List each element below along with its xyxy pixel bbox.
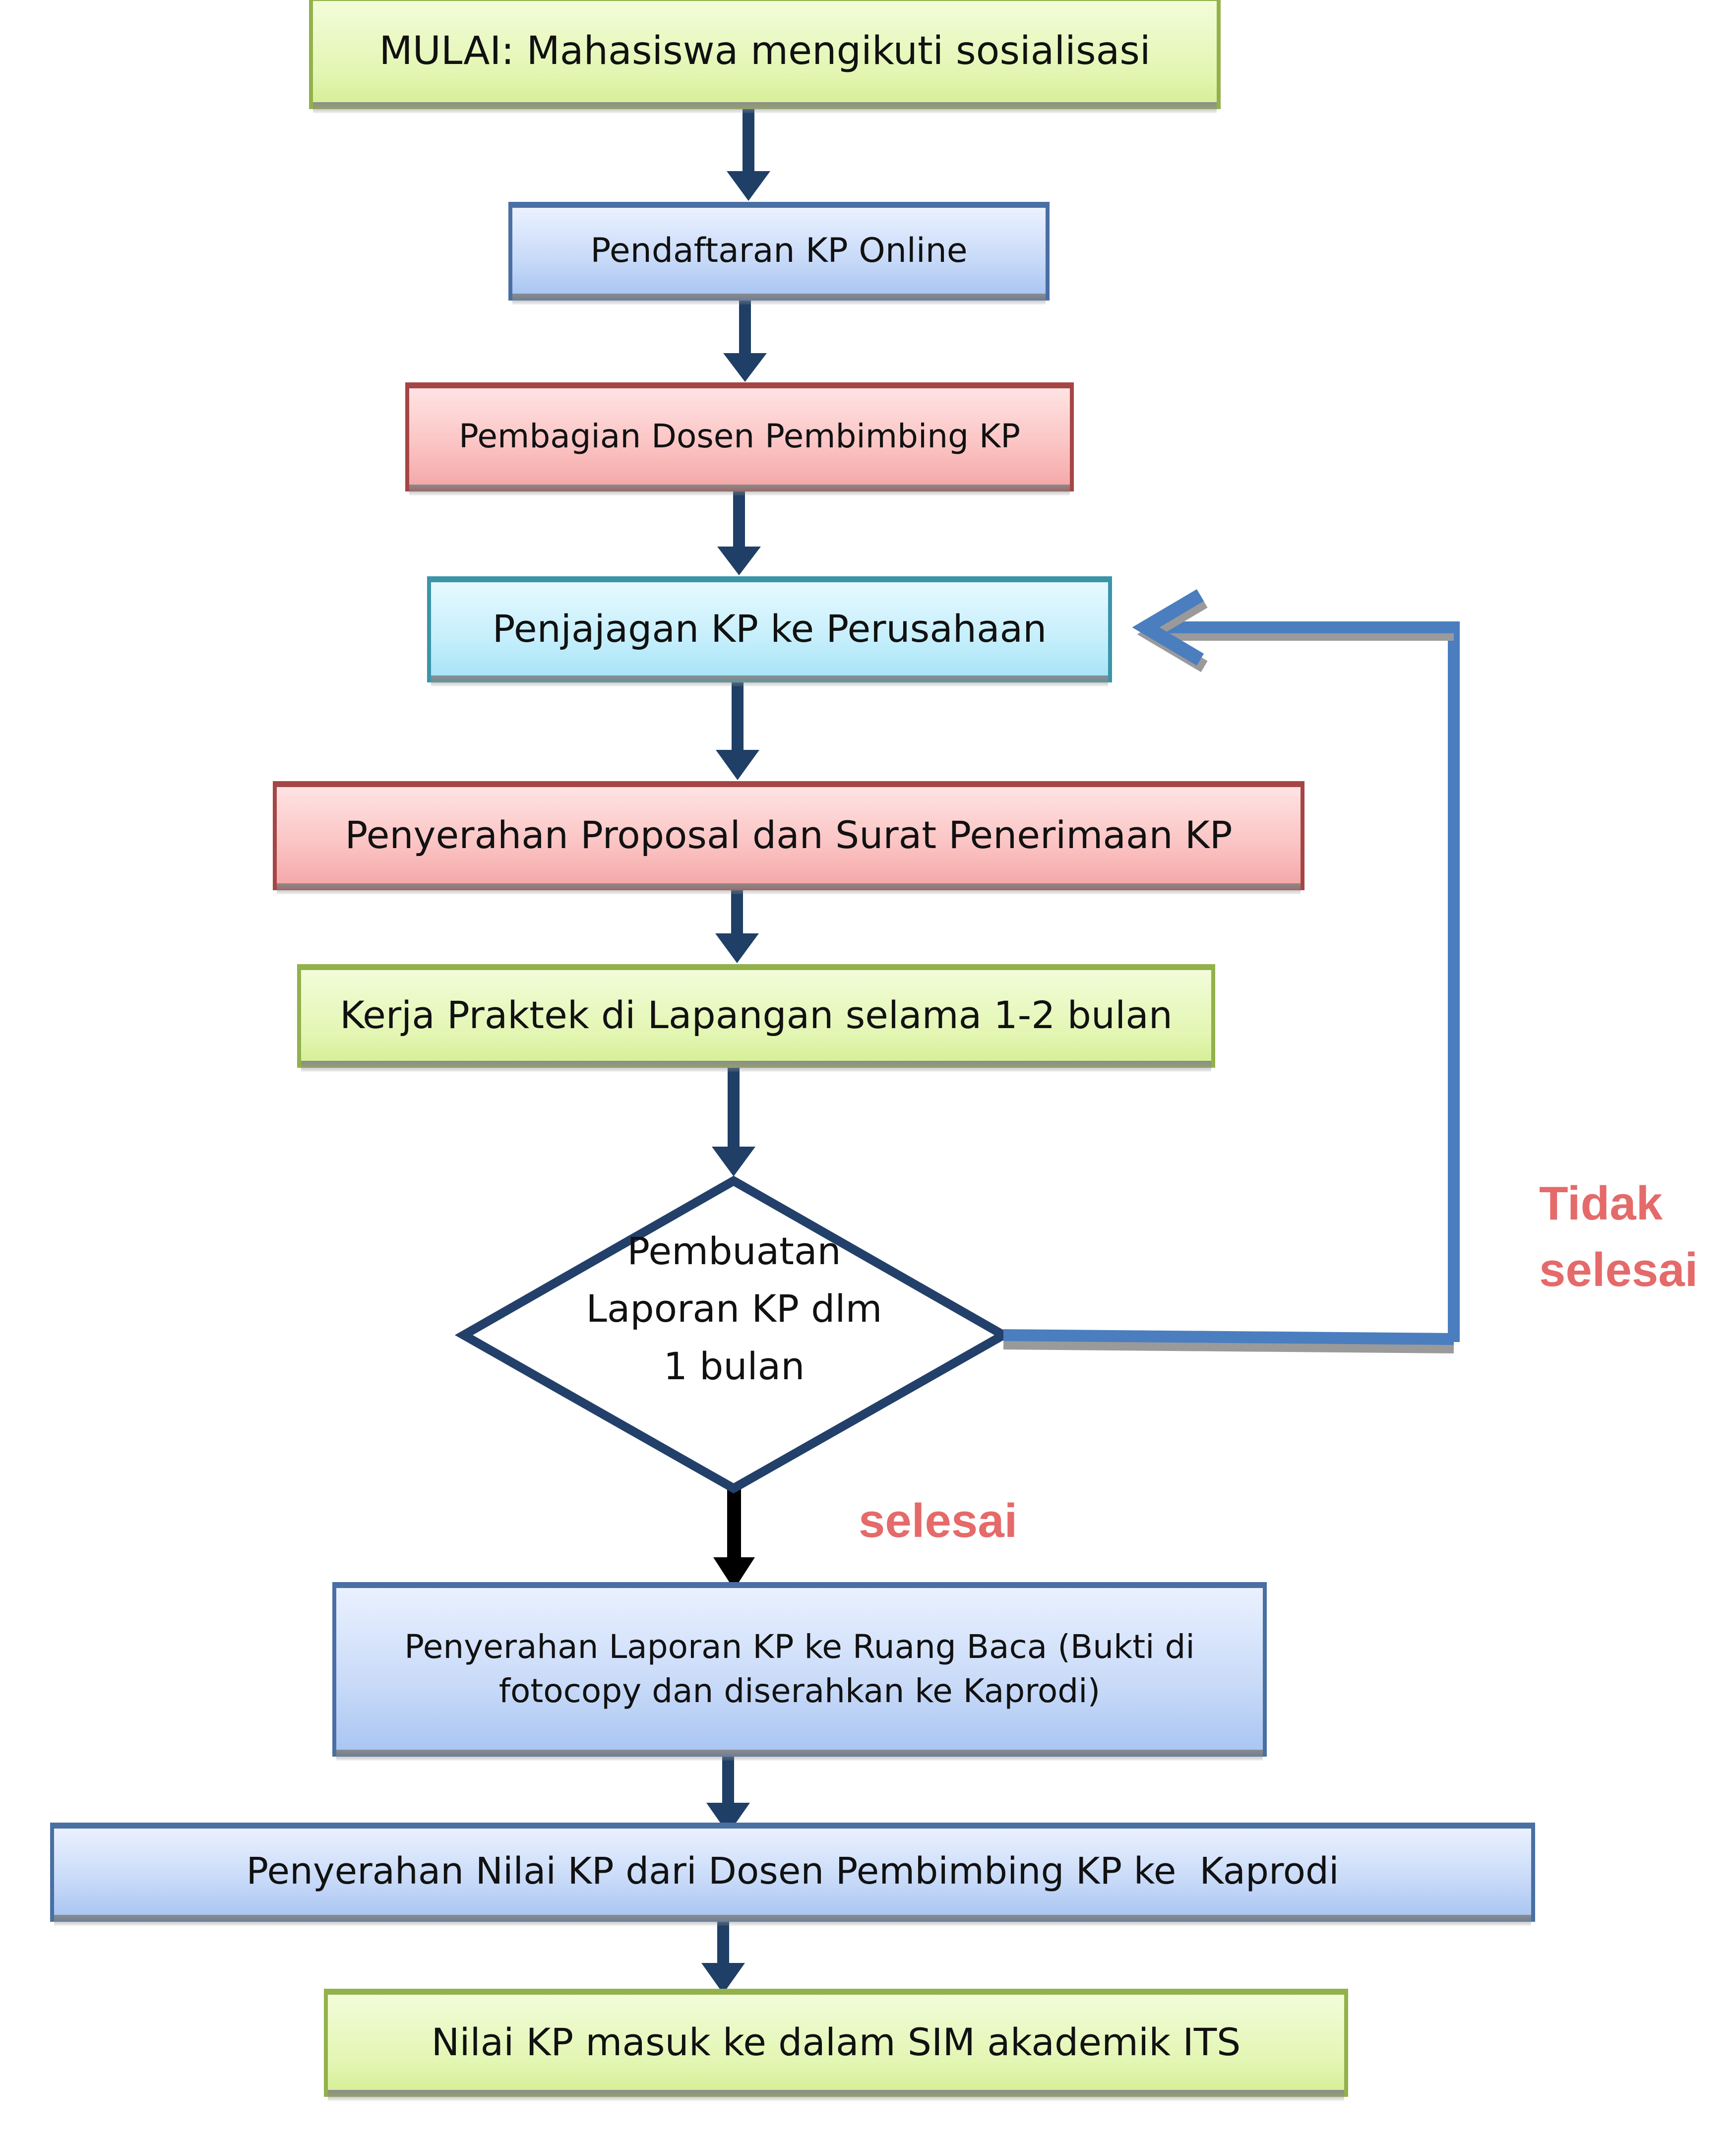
decision-text: Pembuatan Laporan KP dlm 1 bulan [546,1223,923,1395]
step-report-submission-label: Penyerahan Laporan KP ke Ruang Baca (Buk… [404,1627,1195,1710]
step-proposal-submission: Penyerahan Proposal dan Surat Penerimaan… [273,781,1304,894]
branch-label-no-line-1: Tidak [1539,1177,1663,1230]
branch-label-yes: selesai [859,1488,1017,1554]
loop-back-arrow [1003,589,1460,1353]
step-grade-submission-label: Penyerahan Nilai KP dari Dosen Pembimbin… [246,1850,1339,1893]
arrow-fieldwork-to-decision [712,1068,755,1176]
branch-label-no: Tidak selesai [1539,1170,1698,1304]
step-start-label: MULAI: Mahasiswa mengikuti sosialisasi [379,29,1151,74]
arrow-registration-to-advisor [723,301,767,382]
branch-label-yes-text: selesai [859,1494,1018,1547]
step-report-submission: Penyerahan Laporan KP ke Ruang Baca (Buk… [332,1582,1267,1761]
step-field-work: Kerja Praktek di Lapangan selama 1-2 bul… [297,964,1215,1072]
arrow-advisor-to-company [717,491,761,575]
arrow-company-to-proposal [716,682,759,780]
decision-line-3: 1 bulan [663,1344,805,1388]
step-registration: Pendaftaran KP Online [508,202,1050,305]
step-advisor-assignment-label: Pembagian Dosen Pembimbing KP [458,417,1021,456]
step-grade-entry: Nilai KP masuk ke dalam SIM akademik ITS [324,1989,1348,2101]
decision-line-2: Laporan KP dlm [586,1286,882,1331]
step-registration-label: Pendaftaran KP Online [590,231,968,270]
arrow-decision-to-report [713,1483,755,1590]
arrow-proposal-to-fieldwork [715,890,759,963]
decision-line-1: Pembuatan [627,1229,841,1273]
step-start: MULAI: Mahasiswa mengikuti sosialisasi [309,0,1221,113]
step-field-work-label: Kerja Praktek di Lapangan selama 1-2 bul… [340,993,1173,1038]
step-grade-entry-label: Nilai KP masuk ke dalam SIM akademik ITS [431,2019,1241,2064]
branch-label-no-line-2: selesai [1539,1243,1698,1297]
step-company-approach-label: Penjajagan KP ke Perusahaan [492,606,1047,651]
decision-diamond [454,1175,1013,1494]
step-grade-submission: Penyerahan Nilai KP dari Dosen Pembimbin… [50,1823,1535,1926]
step-company-approach: Penjajagan KP ke Perusahaan [427,576,1112,686]
step-proposal-submission-label: Penyerahan Proposal dan Surat Penerimaan… [345,812,1233,857]
step-advisor-assignment: Pembagian Dosen Pembimbing KP [405,382,1074,495]
arrow-start-to-registration [727,109,770,201]
